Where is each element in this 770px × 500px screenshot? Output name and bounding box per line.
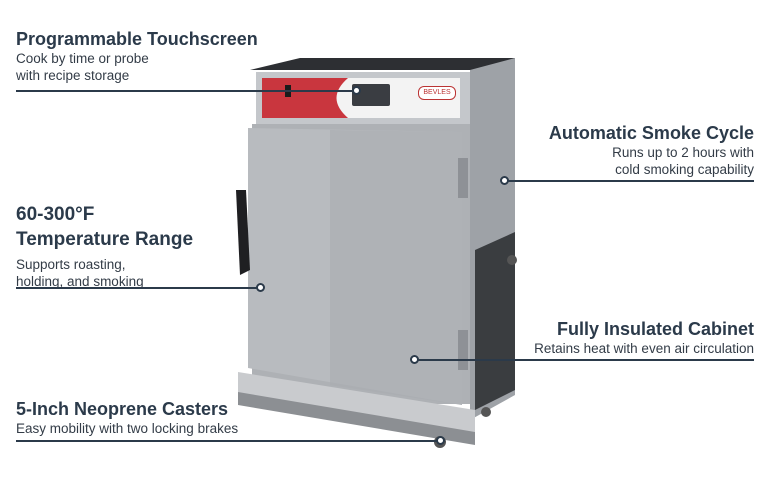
smoke-leader-line — [504, 180, 754, 182]
touchscreen-display — [352, 84, 390, 106]
casters-desc-line1: Easy mobility with two locking brakes — [16, 421, 239, 436]
door-hinge-bottom — [458, 330, 468, 370]
callout-casters: 5-Inch Neoprene Casters Easy mobility wi… — [16, 398, 238, 437]
insulated-title: Fully Insulated Cabinet — [556, 319, 754, 339]
touchscreen-desc-line1: Cook by time or probe — [16, 51, 149, 66]
callout-temperature: 60-300°F Temperature Range Supports roas… — [16, 202, 193, 290]
brand-badge: BEVLES — [418, 86, 456, 100]
temperature-leader-line — [16, 287, 260, 289]
smoke-leader-dot — [500, 176, 509, 185]
door-handle — [236, 190, 250, 275]
touchscreen-leader-dot — [352, 86, 361, 95]
door-hinge-top — [458, 158, 468, 198]
smoke-desc-line1: Runs up to 2 hours with — [612, 145, 754, 160]
casters-title: 5-Inch Neoprene Casters — [16, 399, 229, 419]
touchscreen-desc-line2: with recipe storage — [16, 68, 130, 83]
insulated-leader-line — [414, 359, 754, 361]
caster-rear-1 — [481, 407, 491, 417]
temperature-title-line2: Temperature Range — [16, 229, 194, 250]
cabinet-side-rail — [475, 232, 515, 410]
touchscreen-title: Programmable Touchscreen — [16, 29, 258, 49]
casters-leader-dot — [436, 436, 445, 445]
callout-insulated: Fully Insulated Cabinet Retains heat wit… — [534, 318, 754, 357]
cabinet-base-shadow — [238, 392, 475, 445]
smoke-title: Automatic Smoke Cycle — [548, 123, 754, 143]
temperature-desc-line1: Supports roasting, — [16, 257, 126, 272]
cabinet-top — [250, 58, 515, 70]
casters-leader-line — [16, 440, 440, 442]
temperature-title-line1: 60-300°F — [16, 204, 95, 225]
touchscreen-leader-line — [16, 90, 356, 92]
smoke-desc-line2: cold smoking capability — [615, 162, 754, 177]
callout-touchscreen: Programmable Touchscreen Cook by time or… — [16, 28, 258, 84]
temperature-leader-dot — [256, 283, 265, 292]
insulated-desc-line1: Retains heat with even air circulation — [534, 341, 754, 356]
caster-rear-2 — [507, 255, 517, 265]
temperature-desc-line2: holding, and smoking — [16, 274, 144, 289]
door-shade — [330, 130, 462, 405]
insulated-leader-dot — [410, 355, 419, 364]
callout-smoke: Automatic Smoke Cycle Runs up to 2 hours… — [549, 122, 754, 178]
control-panel-red — [262, 78, 350, 118]
